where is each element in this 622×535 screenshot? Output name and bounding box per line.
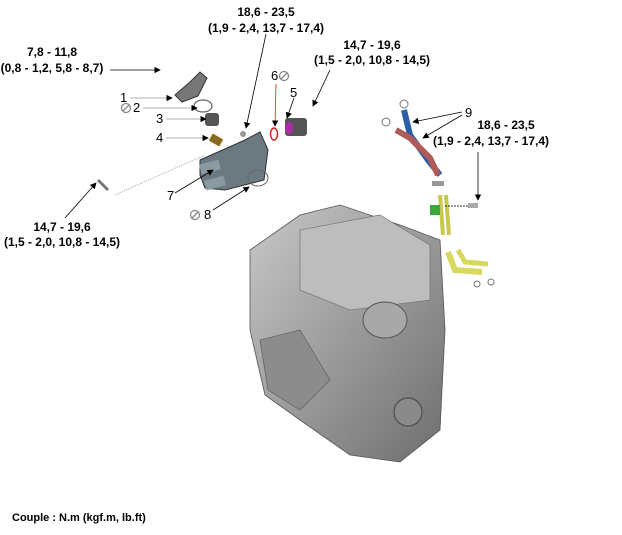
engine-block	[249, 204, 446, 463]
callout-8: 8	[204, 207, 211, 222]
o-ring	[247, 169, 269, 187]
leader-dashed	[114, 154, 206, 196]
temperature-sensor	[208, 133, 224, 147]
torque-spec-bottom-left-detail: (1,5 - 2,0, 10,8 - 14,5)	[4, 235, 120, 249]
no-reuse-icon	[120, 102, 132, 114]
torque-spec-top-left: 7,8 - 11,8	[27, 45, 77, 59]
torque-spec-top-left-detail: (0,8 - 1,2, 5,8 - 8,7)	[1, 61, 104, 75]
bolt	[240, 131, 246, 137]
no-reuse-icon	[189, 209, 201, 221]
torque-spec-top-center: 18,6 - 23,5	[237, 5, 295, 19]
thermostat	[205, 113, 219, 126]
callout-4: 4	[156, 130, 163, 145]
callout-2: 2	[133, 100, 140, 115]
torque-spec-right-detail: (1,9 - 2,4, 13,7 - 17,4)	[433, 134, 549, 148]
torque-spec-right: 18,6 - 23,5	[477, 118, 535, 132]
water-outlet-fitting	[285, 118, 307, 136]
callout-5: 5	[290, 85, 297, 100]
water-outlet-housing	[199, 131, 269, 191]
torque-spec-bottom-left: 14,7 - 19,6	[33, 220, 91, 234]
callout-7: 7	[167, 188, 174, 203]
callout-1: 1	[120, 90, 127, 105]
no-reuse-icon	[278, 70, 290, 82]
callout-9: 9	[465, 105, 472, 120]
callout-6: 6	[271, 68, 278, 83]
torque-spec-top-center-detail: (1,9 - 2,4, 13,7 - 17,4)	[208, 21, 324, 35]
callout-3: 3	[156, 111, 163, 126]
thermostat-cover	[174, 71, 208, 103]
bolt	[96, 178, 110, 192]
o-ring-red	[269, 127, 279, 141]
heater-hoses	[381, 99, 495, 288]
torque-spec-top-right: 14,7 - 19,6	[343, 38, 401, 52]
torque-unit-note: Couple : N.m (kgf.m, lb.ft)	[12, 512, 146, 524]
gasket-ring	[193, 99, 213, 113]
leader-lines	[64, 33, 482, 219]
torque-spec-top-right-detail: (1,5 - 2,0, 10,8 - 14,5)	[314, 53, 430, 67]
